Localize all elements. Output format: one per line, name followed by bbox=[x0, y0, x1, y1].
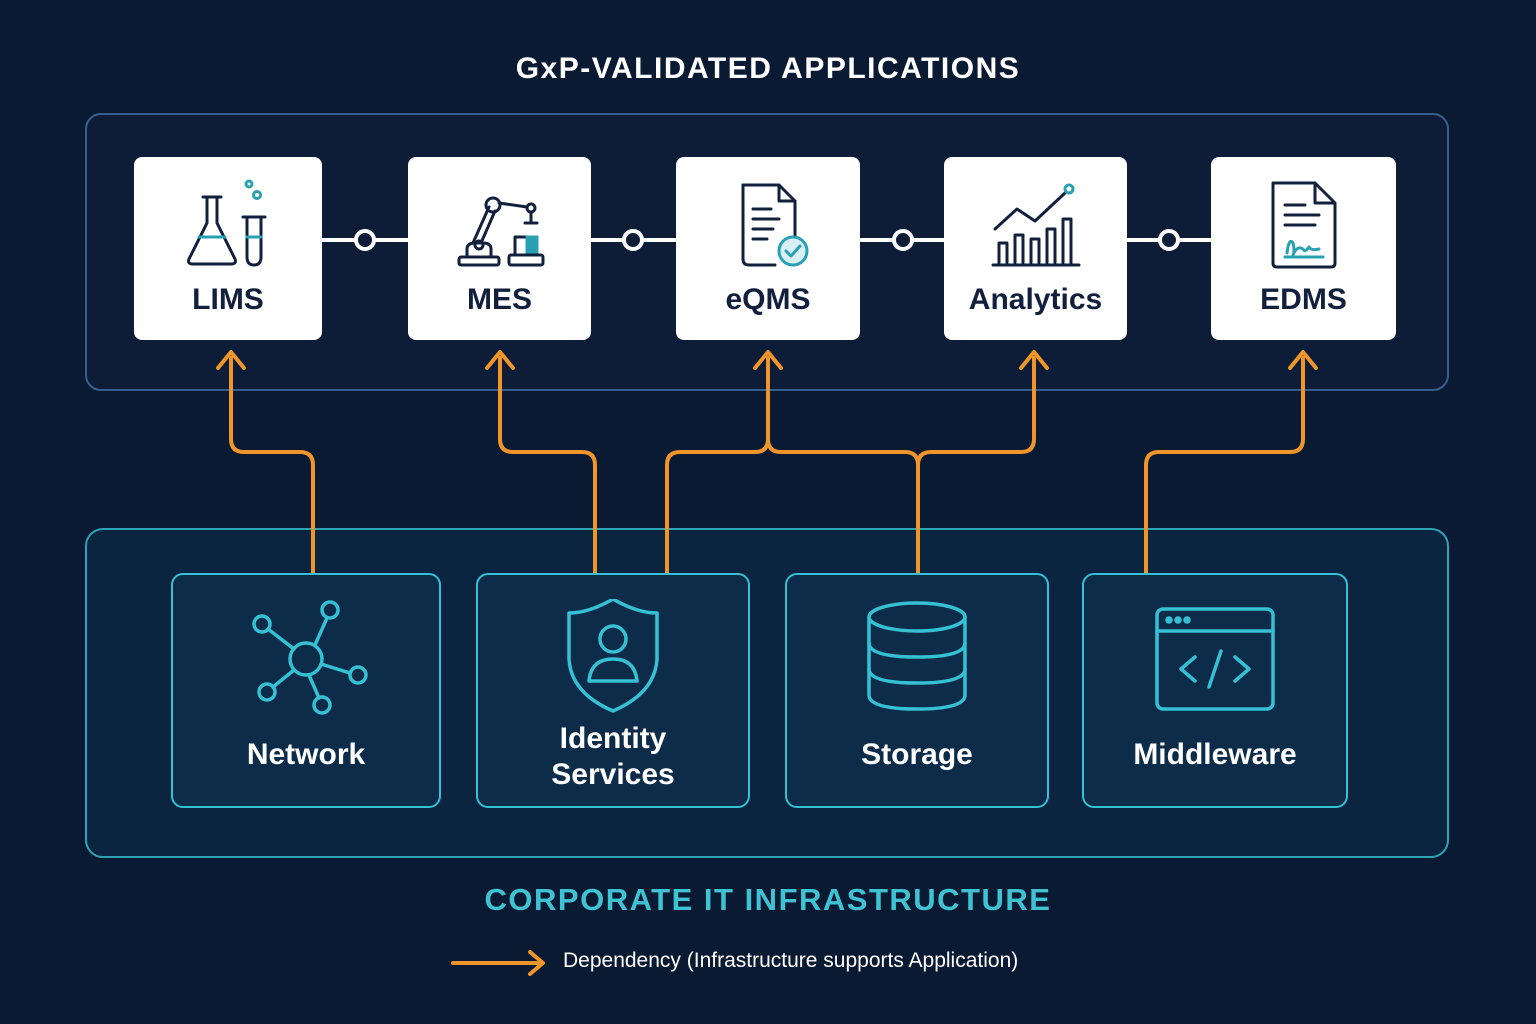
infra-label-storage: Storage bbox=[861, 738, 973, 771]
app-label-edms: EDMS bbox=[1260, 283, 1347, 316]
infra-label-network: Network bbox=[246, 738, 366, 771]
infra-label-identity-line1: Identity bbox=[559, 722, 667, 755]
database-icon bbox=[867, 601, 967, 711]
app-label-lims: LIMS bbox=[192, 283, 264, 316]
chart-trend-icon bbox=[991, 183, 1080, 267]
arrow-identity-to-mes bbox=[498, 356, 597, 575]
applications-title: GxP-VALIDATED APPLICATIONS bbox=[515, 52, 1021, 85]
app-label-eqms: eQMS bbox=[725, 283, 811, 316]
shield-user-icon bbox=[567, 599, 659, 713]
arrow-middleware-to-edms bbox=[1144, 356, 1305, 575]
arrow-storage-to-analytics bbox=[916, 356, 1036, 467]
lab-flask-icon bbox=[187, 179, 267, 267]
infra-label-middleware: Middleware bbox=[1133, 738, 1297, 771]
document-check-icon bbox=[741, 183, 809, 267]
app-card-edms[interactable]: EDMS bbox=[1211, 157, 1396, 340]
infra-label-identity-line2: Services bbox=[551, 758, 675, 791]
code-window-icon bbox=[1155, 607, 1275, 711]
app-card-eqms[interactable]: eQMS bbox=[676, 157, 860, 340]
dependency-arrowheads bbox=[216, 350, 1318, 370]
signed-document-icon bbox=[1271, 181, 1336, 269]
infra-card-middleware[interactable]: Middleware bbox=[1082, 573, 1348, 808]
arrow-identity-to-eqms bbox=[665, 356, 770, 575]
robot-arm-icon bbox=[457, 196, 544, 267]
arrow-network-to-lims bbox=[229, 356, 315, 575]
app-label-mes: MES bbox=[466, 283, 532, 316]
infra-card-identity-services[interactable]: Identity Services bbox=[476, 573, 750, 808]
arrow-storage-to-eqms bbox=[766, 437, 920, 575]
app-label-analytics: Analytics bbox=[968, 283, 1103, 316]
network-hub-icon bbox=[252, 600, 368, 715]
legend-text: Dependency (Infrastructure supports Appl… bbox=[563, 949, 1019, 972]
infrastructure-title: CORPORATE IT INFRASTRUCTURE bbox=[484, 882, 1052, 917]
infra-card-network[interactable]: Network bbox=[171, 573, 441, 808]
app-card-analytics[interactable]: Analytics bbox=[944, 157, 1127, 340]
app-card-lims[interactable]: LIMS bbox=[134, 157, 322, 340]
infra-card-storage[interactable]: Storage bbox=[785, 573, 1049, 808]
dependency-arrows bbox=[229, 356, 1305, 575]
app-card-mes[interactable]: MES bbox=[408, 157, 591, 340]
app-chain-nodes bbox=[354, 229, 1180, 251]
legend-arrow bbox=[451, 950, 545, 976]
